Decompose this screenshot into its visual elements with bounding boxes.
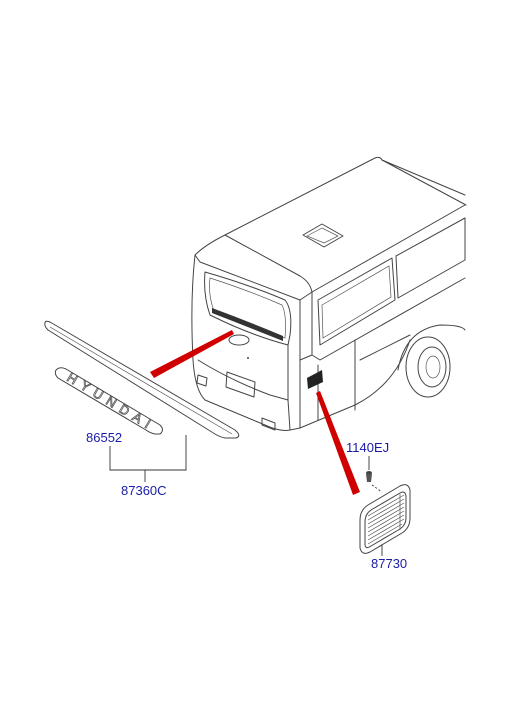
hyundai-emblem-lettering: HYUNDAI (54, 367, 163, 435)
fuel-filler-cover (359, 484, 411, 554)
part-label-87730[interactable]: 87730 (371, 556, 408, 571)
rear-garnish-strip (44, 320, 240, 439)
part-label-86552[interactable]: 86552 (86, 430, 123, 445)
part-label-1140ej[interactable]: 1140EJ (346, 440, 390, 455)
screw-fastener (366, 471, 383, 493)
pointer-arrow-garnish (150, 330, 234, 378)
leader-lines (109, 435, 383, 556)
pointer-arrow-fuel-door (316, 391, 360, 495)
emblem-text: HYUNDAI (64, 370, 158, 435)
part-label-87360c[interactable]: 87360C (121, 483, 167, 498)
bus-illustration (191, 156, 467, 431)
